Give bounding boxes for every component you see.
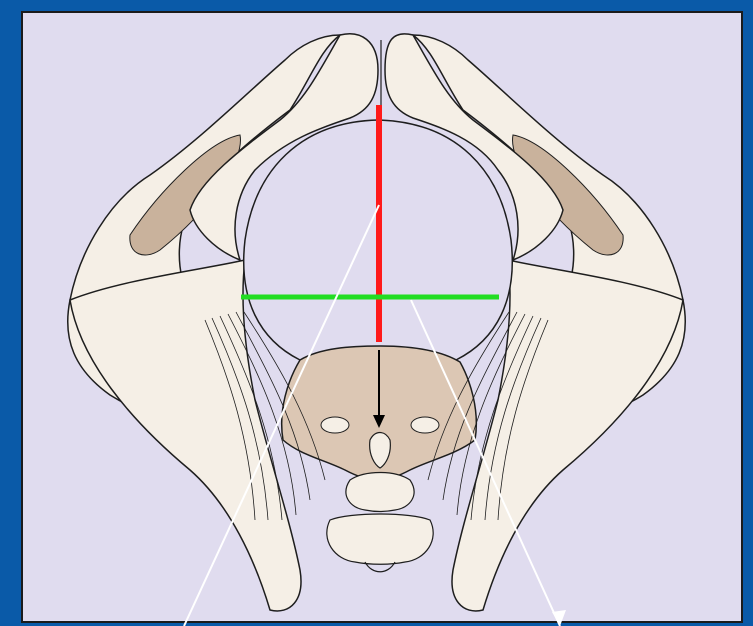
lumbar-vertebra-lower [327, 514, 433, 564]
lumbar-vertebra-upper [346, 473, 414, 512]
right-sacral-foramen [411, 417, 439, 433]
left-sacral-foramen [321, 417, 349, 433]
right-pointer-arrowhead [552, 610, 566, 626]
